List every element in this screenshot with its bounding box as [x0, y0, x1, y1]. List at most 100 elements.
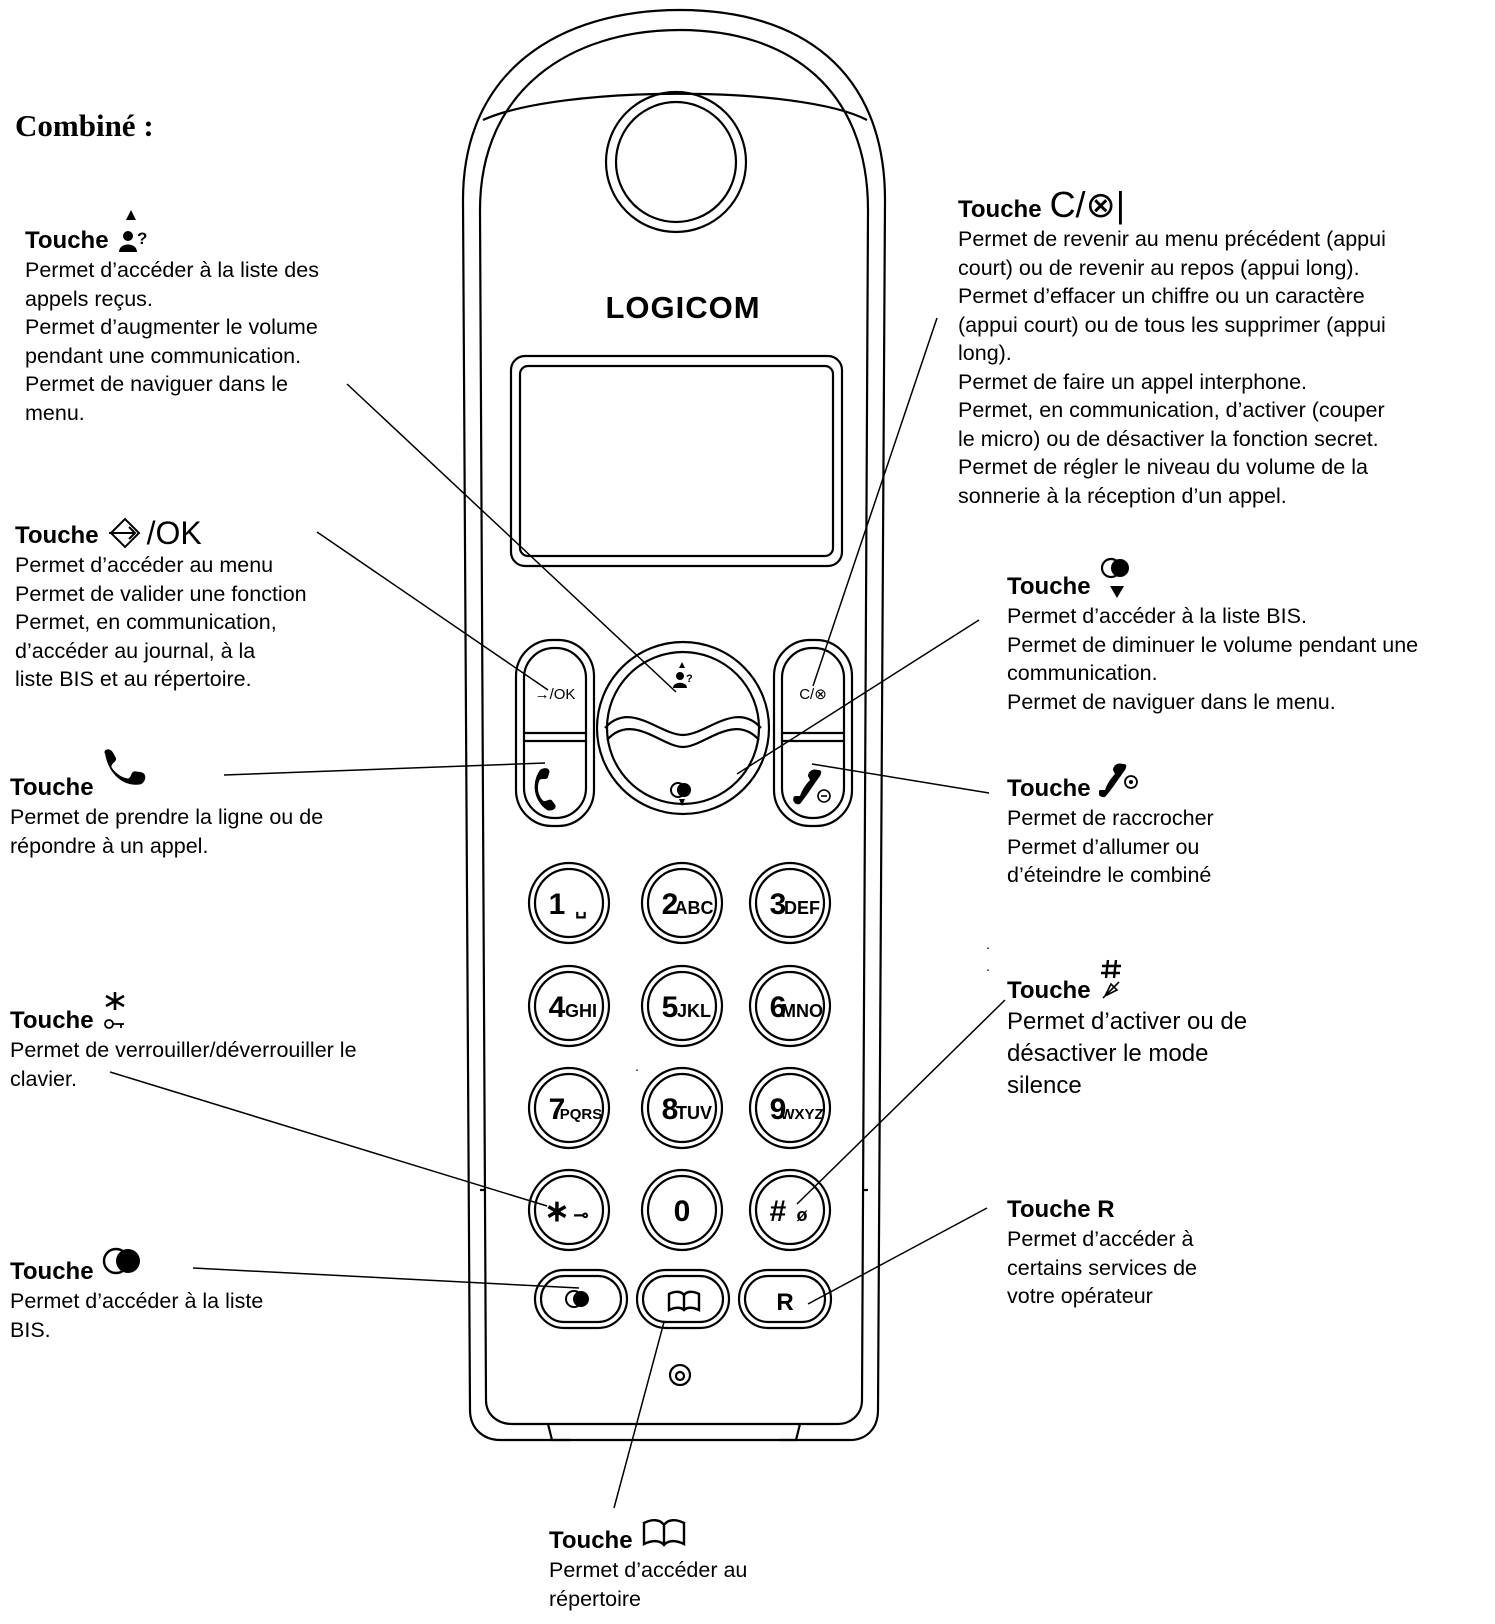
callout-talk-description: Permet de prendre la ligne ou de répondr… [10, 805, 324, 858]
callout-hash-title: Touche [1007, 977, 1091, 1004]
redial-key-frame [533, 1268, 629, 1330]
keypad-key[interactable]: 1␣ [527, 861, 611, 945]
keypad-key-frame [640, 964, 724, 1048]
keypad-key-frame [527, 1168, 611, 1252]
keypad-key[interactable]: #ø [748, 1168, 832, 1252]
keypad-key-digit: ∗ [544, 1195, 569, 1228]
keypad-key-letters: ABC [675, 898, 714, 918]
handset-foot-right [778, 1423, 802, 1442]
leader-ok [316, 531, 549, 691]
keypad-key-digit: # [770, 1195, 787, 1228]
keypad-key-face [646, 970, 718, 1042]
stray-dot-1: . [986, 936, 990, 952]
nav-key-outer [595, 640, 771, 816]
callout-up-description: Permet d’accéder à la liste des appels r… [25, 258, 319, 425]
keypad-key-letters: GHI [565, 1001, 597, 1021]
keypad-key-face [754, 1174, 826, 1246]
callout-up-key: Touche ? Permet d’accéder à la liste des… [25, 208, 319, 427]
callout-up-title: Touche [25, 227, 109, 254]
keypad-key-face [646, 867, 718, 939]
leader-redial [192, 1267, 580, 1289]
leader-book [613, 1321, 665, 1509]
screen-frame [509, 354, 844, 568]
callout-clear-description: Permet de revenir au menu précédent (app… [958, 227, 1386, 508]
keypad-key-letters: MNO [781, 1001, 823, 1021]
earpiece-outer [604, 90, 748, 234]
callout-hangup-description: Permet de raccrocher Permet d’allumer ou… [1007, 806, 1214, 887]
ok-key-frame [514, 638, 596, 828]
svg-text:?: ? [137, 229, 147, 248]
keypad-key-digit: 2 [662, 888, 679, 921]
leader-star [109, 1071, 548, 1207]
callout-book-title: Touche [549, 1527, 633, 1554]
callout-hash-description: Permet d’activer ou de désactiver le mod… [1007, 1008, 1248, 1099]
book-key-frame [635, 1268, 731, 1330]
callout-down-key: Touche Permet d’accéder à la liste BIS. … [1007, 556, 1418, 716]
keypad-key[interactable]: ∗⊸ [527, 1168, 611, 1252]
leader-talk [223, 762, 546, 776]
nav-up-arrow [679, 662, 685, 668]
nav-key-separator-2 [606, 728, 760, 749]
leader-clear [812, 317, 938, 687]
keypad-key-face [533, 867, 605, 939]
phone-hangup-icon [1098, 763, 1138, 798]
clear-key-label: C/⊗ [799, 686, 827, 703]
microphone-inner [674, 1370, 686, 1382]
handset-top-band [482, 92, 868, 122]
keypad-key-frame [748, 1066, 832, 1150]
keypad-key-letters: JKL [677, 1001, 711, 1021]
keypad-key-digit: 8 [662, 1093, 679, 1126]
nav-up-caller-glyph: ? [673, 672, 693, 688]
keypad-key-letters: ø [797, 1205, 808, 1225]
keypad-key-frame [527, 861, 611, 945]
callout-talk-title: Touche [10, 774, 94, 801]
handset-foot-left [546, 1423, 570, 1442]
callout-clear-title: Touche [958, 196, 1042, 223]
keypad-key-face [754, 867, 826, 939]
callout-redial-description: Permet d’accéder à la liste BIS. [10, 1289, 264, 1342]
callout-clear-key: Touche C/⊗| Permet de revenir au menu pr… [958, 185, 1386, 510]
keypad-key-face [754, 970, 826, 1042]
callout-book-description: Permet d’accéder au répertoire [549, 1558, 748, 1611]
clear-icon-text: C/⊗| [1049, 184, 1126, 225]
keypad-key-face [533, 970, 605, 1042]
callout-ok-description: Permet d’accéder au menu Permet de valid… [15, 553, 307, 691]
callout-hash-key: Touche Permet d’activer ou de désactiver… [1007, 958, 1247, 1102]
hangup-key-icon [793, 769, 831, 805]
callout-hangup-key: Touche Permet de raccrocher Permet d’all… [1007, 762, 1214, 890]
down-arrow-redial-icon [1100, 557, 1129, 598]
microphone [668, 1363, 692, 1387]
svg-text:?: ? [686, 673, 693, 685]
callout-talk-key: Touche Permet de prendre la ligne ou de … [10, 747, 323, 860]
ok-key-label: →/OK [535, 686, 576, 703]
leader-down [736, 619, 980, 775]
callout-redial-key: Touche Permet d’accéder à la liste BIS. [10, 1245, 263, 1344]
book-key-glyph [667, 1290, 701, 1312]
keypad-key[interactable]: 0 [640, 1168, 724, 1252]
leader-r [807, 1207, 988, 1305]
keypad-key-digit: 1 [549, 888, 566, 921]
callout-book-key: Touche Permet d’accéder au répertoire [549, 1518, 747, 1613]
callout-ok-title: Touche [15, 522, 99, 549]
keypad-key-frame [748, 1168, 832, 1252]
star-key-lock-icon [103, 992, 125, 1029]
book-key [641, 1274, 725, 1324]
callout-r-title: Touche R [1007, 1196, 1115, 1223]
keypad-key-frame [527, 1066, 611, 1150]
keypad-key-digit: 0 [674, 1195, 691, 1228]
handset-inner-outline [478, 28, 870, 1426]
redial-key-glyph [565, 1290, 589, 1308]
clear-key-divider [782, 731, 844, 743]
r-key-label: R [776, 1289, 793, 1316]
keypad-key-digit: 3 [770, 888, 787, 921]
